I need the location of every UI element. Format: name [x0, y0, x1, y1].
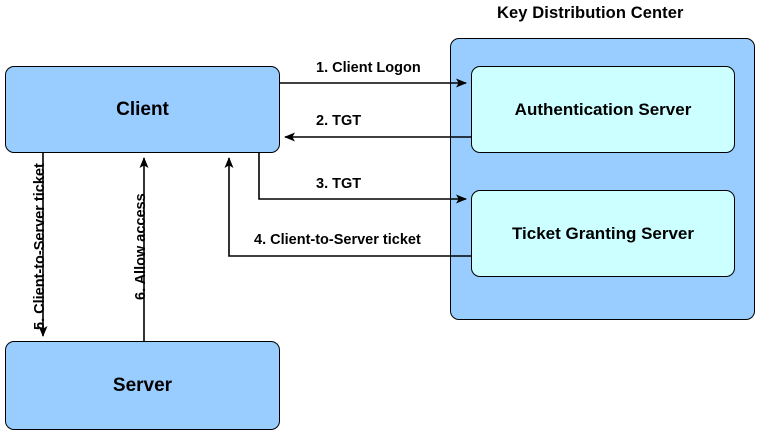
flow-label-2: 2. TGT — [316, 113, 362, 129]
ticket-granting-server-node[interactable]: Ticket Granting Server — [471, 190, 735, 277]
ticket-granting-server-label: Ticket Granting Server — [511, 223, 695, 243]
client-node[interactable]: Client — [5, 66, 280, 153]
kdc-title: Key Distribution Center — [497, 4, 684, 22]
flow-arrow-4 — [224, 157, 471, 257]
flow-label-6: 6. Allow access — [133, 193, 149, 300]
server-label: Server — [112, 374, 173, 396]
server-node[interactable]: Server — [5, 341, 280, 430]
authentication-server-label: Authentication Server — [514, 99, 692, 119]
flow-label-4: 4. Client-to-Server ticket — [254, 232, 421, 248]
authentication-server-node[interactable]: Authentication Server — [471, 66, 735, 153]
flow-arrow-3 — [258, 153, 467, 204]
flow-label-5: 5. Client-to-Server ticket — [32, 163, 48, 330]
client-label: Client — [116, 98, 169, 120]
flow-label-3: 3. TGT — [316, 176, 362, 192]
flow-label-1: 1. Client Logon — [316, 60, 421, 76]
